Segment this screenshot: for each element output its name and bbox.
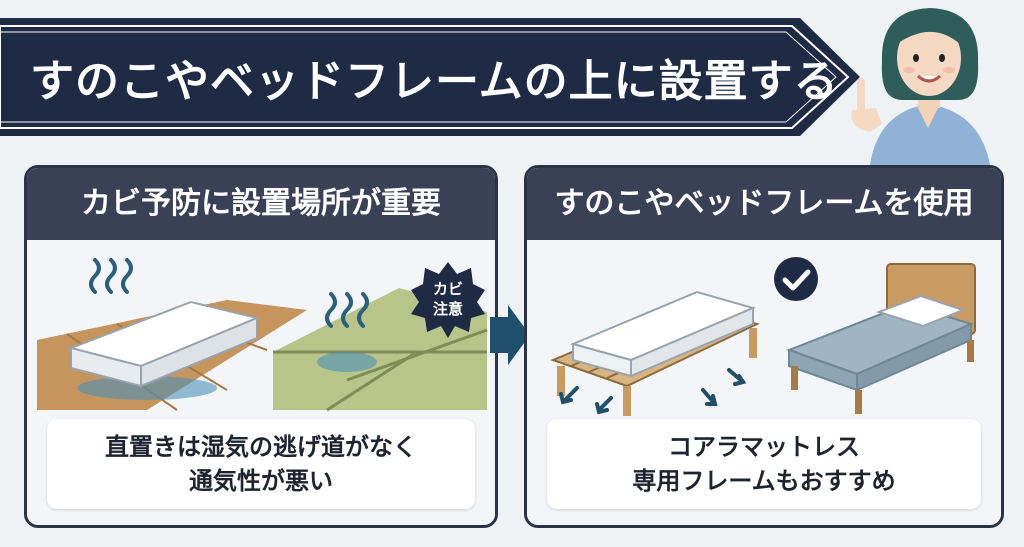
left-caption: 直置きは湿気の逃げ道がなく 通気性が悪い — [47, 419, 475, 509]
arrow-right-icon — [490, 305, 530, 365]
humidity-icon — [89, 258, 133, 294]
check-icon — [774, 257, 818, 301]
left-caption-line2: 通気性が悪い — [189, 467, 333, 495]
page-title: すのこやベッドフレームの上に設置する — [30, 56, 839, 107]
airflow-arrow-icon — [559, 368, 747, 415]
left-caption-line1: 直置きは湿気の逃げ道がなく — [105, 433, 417, 461]
warning-badge-line1: カビ — [432, 280, 463, 298]
right-panel: すのこやベッドフレームを使用 — [524, 165, 1004, 528]
title-banner: すのこやベッドフレームの上に設置する — [0, 18, 860, 136]
right-panel-header: すのこやベッドフレームを使用 — [527, 168, 1001, 240]
right-caption-line1: コアラマットレス — [668, 433, 860, 461]
mold-warning-badge: カビ 注意 — [409, 260, 487, 338]
right-panel-body: コアラマットレス 専用フレームもおすすめ — [527, 240, 1001, 525]
left-panel-body: カビ 注意 直置きは湿気の逃げ道がなく 通気性が悪い — [27, 240, 495, 525]
right-caption-line2: 専用フレームもおすすめ — [632, 467, 896, 495]
slatted-frame-illustration — [550, 263, 976, 416]
right-caption: コアラマットレス 専用フレームもおすすめ — [547, 419, 981, 509]
left-panel-header: カビ予防に設置場所が重要 — [27, 168, 495, 240]
left-panel: カビ予防に設置場所が重要 — [24, 165, 498, 528]
presenter-illustration — [851, 8, 990, 165]
warning-badge-icon — [411, 262, 485, 338]
banner-shape — [0, 18, 860, 136]
warning-badge-line2: 注意 — [432, 300, 463, 318]
